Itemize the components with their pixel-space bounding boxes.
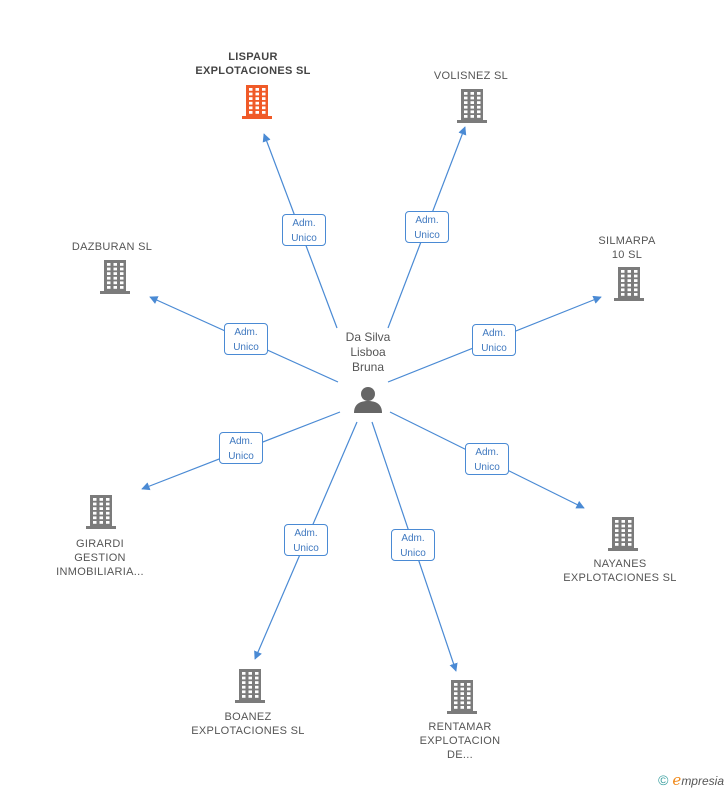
- building-icon[interactable]: [100, 260, 130, 294]
- building-icon[interactable]: [614, 267, 644, 301]
- relation-badge-rentamar[interactable]: Adm. Unico: [391, 529, 435, 561]
- center-person-label[interactable]: Da Silva Lisboa Bruna: [345, 330, 391, 374]
- company-label-nayanes[interactable]: NAYANES EXPLOTACIONES SL: [563, 558, 677, 584]
- company-label-girardi[interactable]: GIRARDI GESTION INMOBILIARIA...: [56, 538, 144, 578]
- building-icon[interactable]: [608, 517, 638, 551]
- person-icon[interactable]: [354, 387, 382, 413]
- company-label-boanez[interactable]: BOANEZ EXPLOTACIONES SL: [191, 711, 305, 737]
- building-icon[interactable]: [242, 85, 272, 119]
- icons-layer: [86, 85, 644, 714]
- relation-badge-nayanes[interactable]: Adm. Unico: [465, 443, 509, 475]
- copyright-symbol: ©: [658, 772, 669, 788]
- relation-badge-dazburan[interactable]: Adm. Unico: [224, 323, 268, 355]
- company-label-volisnez[interactable]: VOLISNEZ SL: [433, 70, 509, 82]
- building-icon[interactable]: [86, 495, 116, 529]
- relation-badge-volisnez[interactable]: Adm. Unico: [405, 211, 449, 243]
- company-label-lispaur[interactable]: LISPAUR EXPLOTACIONES SL: [195, 51, 311, 77]
- relation-badge-girardi[interactable]: Adm. Unico: [219, 432, 263, 464]
- relation-badge-boanez[interactable]: Adm. Unico: [284, 524, 328, 556]
- relation-badge-lispaur[interactable]: Adm. Unico: [282, 214, 326, 246]
- company-label-dazburan[interactable]: DAZBURAN SL: [71, 241, 153, 253]
- brand-logo-initial: e: [672, 771, 682, 789]
- company-label-silmarpa[interactable]: SILMARPA 10 SL: [598, 235, 656, 261]
- building-icon[interactable]: [235, 669, 265, 703]
- relation-badge-silmarpa[interactable]: Adm. Unico: [472, 324, 516, 356]
- building-icon[interactable]: [457, 89, 487, 123]
- brand-name: mpresia: [681, 774, 724, 788]
- company-label-rentamar[interactable]: RENTAMAR EXPLOTACION DE...: [419, 721, 501, 761]
- footer-brand[interactable]: ©empresia: [658, 771, 724, 789]
- building-icon[interactable]: [447, 680, 477, 714]
